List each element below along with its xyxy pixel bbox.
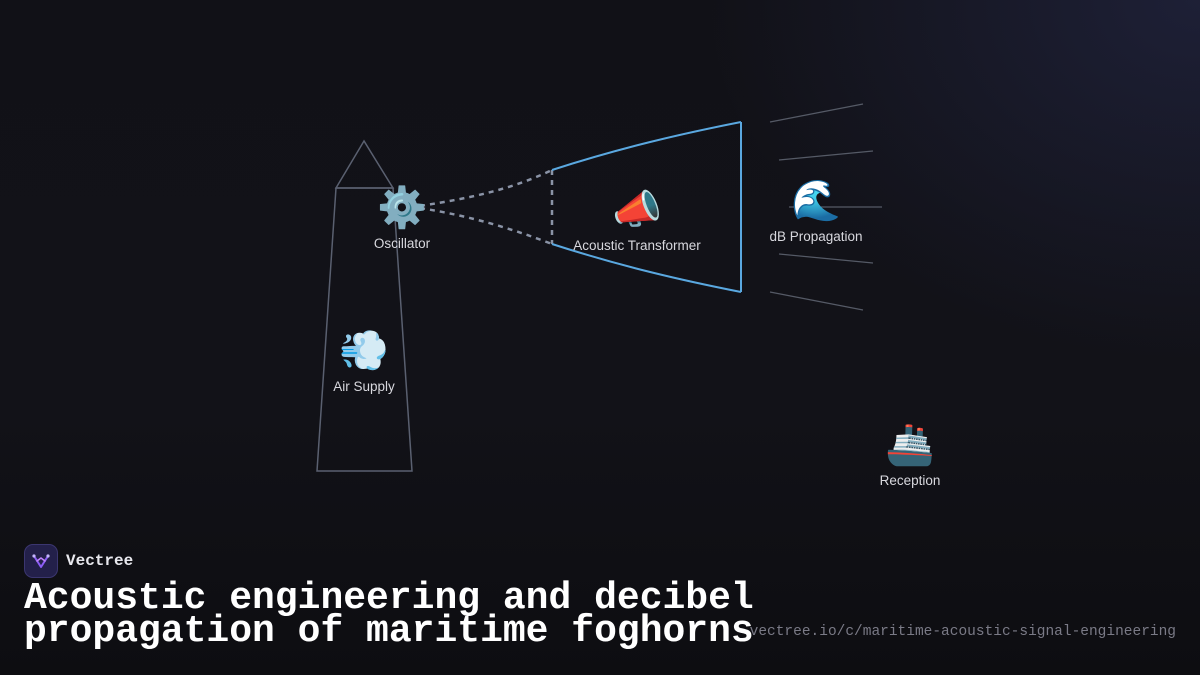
megaphone-icon: 📣 bbox=[612, 187, 662, 233]
lighthouse-body bbox=[316, 187, 413, 472]
node-air-supply[interactable]: 💨 Air Supply bbox=[333, 327, 395, 394]
node-label: dB Propagation bbox=[769, 229, 863, 244]
horn-upper-edge bbox=[551, 121, 742, 171]
vectree-logo-icon bbox=[24, 544, 58, 578]
source-url[interactable]: vectree.io/c/maritime-acoustic-signal-en… bbox=[749, 624, 1176, 640]
page-title: Acoustic engineering and decibel propaga… bbox=[24, 577, 754, 653]
horn-flare bbox=[551, 121, 742, 293]
lighthouse-tower bbox=[316, 139, 413, 472]
brand-name: Vectree bbox=[66, 552, 134, 570]
node-label: Reception bbox=[879, 473, 941, 488]
horn-lower-edge bbox=[551, 243, 742, 293]
wave-line bbox=[778, 253, 874, 264]
node-label: Oscillator bbox=[373, 236, 431, 251]
sound-wave-lines bbox=[769, 103, 882, 311]
ship-icon: 🚢 bbox=[885, 422, 935, 468]
node-label: Acoustic Transformer bbox=[573, 238, 701, 253]
dash-wind-icon: 💨 bbox=[339, 328, 389, 374]
wave-line bbox=[769, 291, 864, 311]
node-label: Air Supply bbox=[333, 379, 395, 394]
node-db-propagation[interactable]: 🌊 dB Propagation bbox=[769, 177, 862, 244]
lower-dashed-link bbox=[419, 206, 553, 246]
upper-dashed-link bbox=[419, 168, 553, 208]
wave-icon: 🌊 bbox=[791, 178, 841, 224]
wave-line bbox=[769, 103, 864, 123]
lighthouse-roof bbox=[334, 139, 395, 189]
gear-icon: ⚙️ bbox=[377, 185, 427, 231]
node-oscillator[interactable]: ⚙️ Oscillator bbox=[374, 184, 430, 251]
brand[interactable]: Vectree bbox=[24, 544, 133, 578]
oscillator-to-horn-links bbox=[419, 168, 554, 246]
node-reception[interactable]: 🚢 Reception bbox=[880, 421, 941, 488]
wave-line bbox=[778, 150, 874, 161]
node-acoustic-transformer[interactable]: 📣 Acoustic Transformer bbox=[573, 186, 701, 253]
